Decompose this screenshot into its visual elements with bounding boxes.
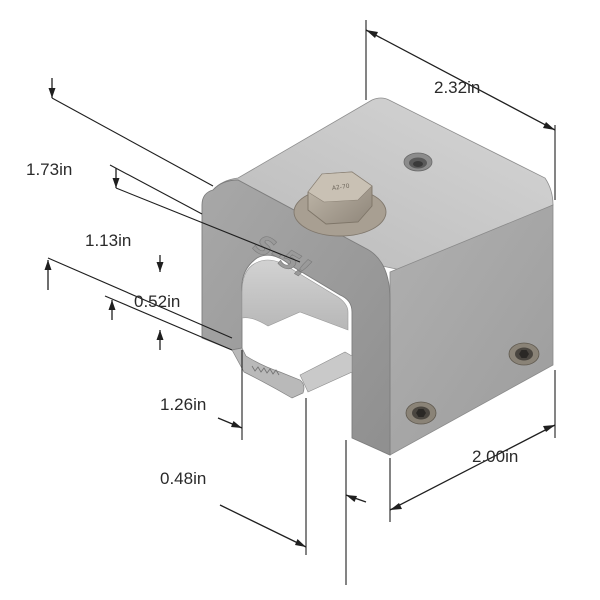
set-screw-back <box>508 342 540 366</box>
dimension-opening-width: 1.26in <box>160 350 243 440</box>
dimension-label-wall-thickness: 0.48in <box>160 469 206 488</box>
bolt-head-marking: A2-70 <box>332 183 351 192</box>
dimension-inner-height: 1.13in <box>85 168 301 272</box>
dimension-label-width-top: 2.32in <box>434 78 480 97</box>
dimension-lip-height: 0.52in <box>44 257 233 351</box>
dimension-label-lip-height: 0.52in <box>134 292 180 311</box>
clamp-inner-lip <box>299 351 353 393</box>
dimension-height-total: 1.73in <box>26 78 214 215</box>
clamp-jaw <box>231 347 305 399</box>
clamp-body: S-5! <box>201 97 554 456</box>
clamp-slot <box>241 259 349 331</box>
dimension-label-height-total: 1.73in <box>26 160 72 179</box>
set-screw-front <box>405 401 437 425</box>
dimension-label-inner-height: 1.13in <box>85 231 131 250</box>
threaded-hole <box>403 152 433 172</box>
dimension-wall-thickness: 0.48in <box>160 398 367 585</box>
dimension-label-opening-width: 1.26in <box>160 395 206 414</box>
dimension-label-depth: 2.00in <box>472 447 518 466</box>
jaw-serrations <box>251 365 280 376</box>
bolt: A2-70 <box>293 171 387 237</box>
dimension-width-top: 2.32in <box>365 20 556 200</box>
dimension-depth: 2.00in <box>389 370 556 522</box>
